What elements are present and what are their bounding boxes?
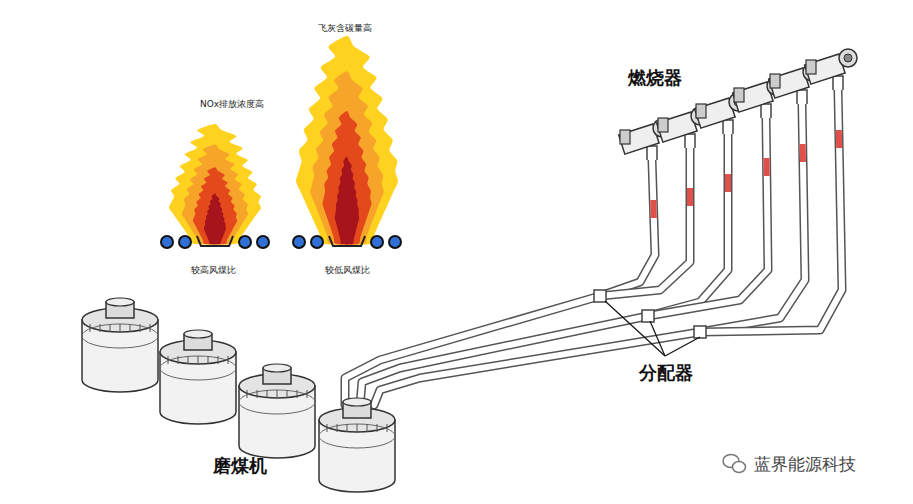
leader-line [665,337,700,356]
leader-line [650,321,665,356]
flame-caption: 较高风煤比 [191,265,236,275]
coal-pipe [648,134,728,316]
coal-pipe [600,160,655,296]
flame-caption: 较低风煤比 [325,265,370,275]
part-name: 磨煤机 [213,456,267,477]
red-section [836,130,842,148]
air-port [257,236,269,248]
flame-layer [310,71,383,244]
flame-layer [193,167,237,244]
flame-layer [182,144,248,244]
air-port [311,236,323,248]
flame-note: NOx排放浓度高 [200,99,264,109]
air-port [179,236,191,248]
red-section [687,188,693,206]
red-section [800,144,806,162]
flame-layer [204,194,226,245]
leader-line [605,301,665,356]
red-section [725,174,731,192]
coal-mill [239,364,315,458]
coal-mill [82,298,158,392]
flame-note: 飞灰含碳量高 [318,23,372,33]
wechat-icon [723,455,746,473]
coal-pipe [600,148,690,296]
flame [293,36,401,248]
air-port [293,236,305,248]
air-port [371,236,383,248]
coal-mill [319,398,395,492]
part-name: 燃烧器 [628,68,682,89]
coal-pipe [648,118,768,316]
coal-pipe [700,90,842,332]
coal-mill [160,330,236,424]
flame [161,124,269,248]
burner-nozzle [329,236,365,246]
distributor [694,326,706,338]
red-section [764,158,770,176]
air-port [161,236,173,248]
flame-layer [335,157,359,245]
air-port [389,236,401,248]
distributor [642,310,654,322]
red-section [650,200,657,218]
burner [805,49,857,90]
coal-pipe [700,104,805,332]
distributor [594,290,606,302]
flame-layer [323,111,372,245]
watermark: 蓝界能源科技 [754,455,856,475]
burner-nozzle [197,236,233,246]
flame-layer [169,124,261,245]
part-name: 分配器 [639,363,693,384]
air-port [239,236,251,248]
flame-layer [296,36,398,245]
